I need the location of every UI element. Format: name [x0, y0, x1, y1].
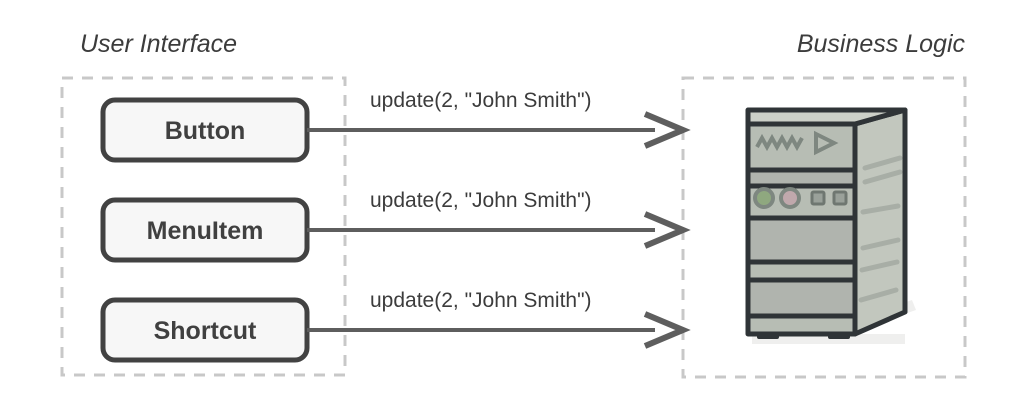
- server-tower-icon: [745, 107, 916, 344]
- server-switch-2-icon: [832, 190, 848, 206]
- edge-3-arrowhead-icon: [643, 311, 691, 349]
- edge-1-arrowhead-icon: [643, 111, 691, 149]
- node-button-label: Button: [165, 117, 246, 145]
- group-box-business-logic: [681, 76, 967, 379]
- edge-3-label: update(2, "John Smith"): [370, 289, 592, 312]
- node-menuitem-label: MenuItem: [147, 217, 264, 245]
- edge-shortcut-to-business-logic: update(2, "John Smith"): [307, 289, 691, 349]
- edge-2-label: update(2, "John Smith"): [370, 189, 592, 212]
- server-play-triangle-icon: [814, 130, 839, 156]
- group-title-user-interface: User Interface: [80, 30, 237, 58]
- group-box-user-interface: [60, 76, 347, 377]
- server-bay-vent-2: [745, 215, 858, 265]
- server-bay-vent-1: [745, 167, 858, 189]
- server-led-pink-icon: [779, 187, 801, 209]
- server-side-line-2: [862, 169, 903, 185]
- server-side-line-1: [862, 155, 903, 171]
- server-side-line-5: [859, 259, 900, 273]
- server-side-line-6: [858, 287, 899, 303]
- node-shortcut[interactable]: Shortcut: [100, 297, 310, 363]
- node-button[interactable]: Button: [100, 97, 310, 163]
- server-side-line-3: [860, 203, 901, 215]
- server-led-green-icon: [753, 187, 775, 209]
- server-switch-1-icon: [810, 190, 826, 206]
- node-shortcut-label: Shortcut: [154, 317, 257, 345]
- server-bay-vent-3: [745, 277, 858, 319]
- node-menuitem[interactable]: MenuItem: [100, 197, 310, 263]
- server-zigzag-icon: [755, 133, 804, 152]
- edge-2-arrowhead-icon: [643, 211, 691, 249]
- edge-menuitem-to-business-logic: update(2, "John Smith"): [307, 189, 691, 249]
- group-title-business-logic: Business Logic: [797, 30, 966, 58]
- server-side-line-4: [860, 237, 901, 251]
- edge-1-label: update(2, "John Smith"): [370, 89, 592, 112]
- edge-button-to-business-logic: update(2, "John Smith"): [307, 89, 691, 149]
